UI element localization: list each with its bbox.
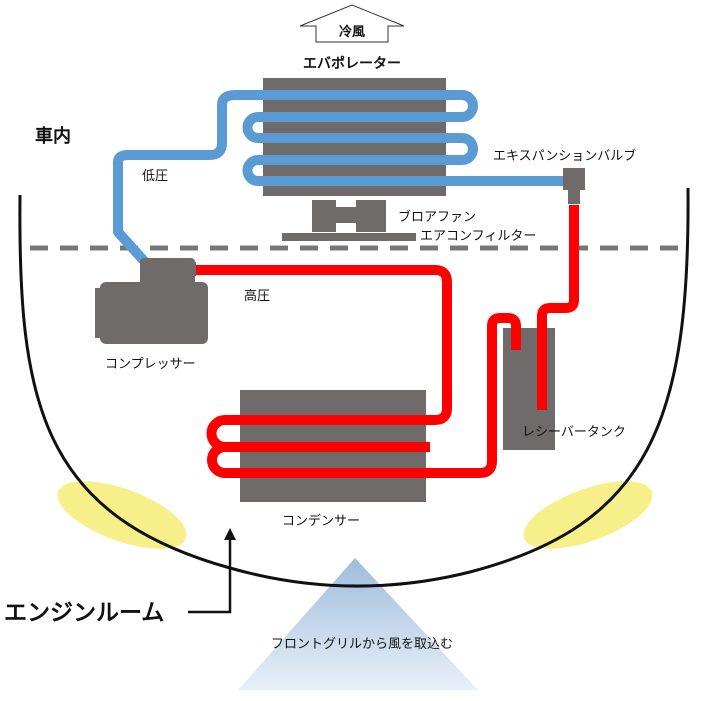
condenser-label: コンデンサー xyxy=(282,513,360,529)
front-grill-label: フロントグリルから風を取込む xyxy=(271,637,453,652)
right-headlight xyxy=(523,481,653,549)
compressor xyxy=(95,258,208,344)
ac-filter xyxy=(282,233,416,241)
blower-fan-motor xyxy=(356,200,386,232)
blower-fan xyxy=(312,200,336,232)
high-pressure-pipe-valve xyxy=(537,205,579,410)
high-pressure-label: 高圧 xyxy=(244,288,270,304)
low-pressure-label: 低圧 xyxy=(142,169,168,184)
arrow-up-icon xyxy=(224,528,236,540)
compressor-label: コンプレッサー xyxy=(105,357,196,372)
car-body-outline xyxy=(18,187,690,588)
front-grill-airflow xyxy=(238,558,478,690)
high-pressure-pipe xyxy=(192,265,521,478)
ac-filter-label: エアコンフィルター xyxy=(420,229,536,244)
expansion-valve-label: エキスパンションバルブ xyxy=(493,148,636,164)
blower-fan-hub xyxy=(336,207,356,223)
engine-room-pointer xyxy=(188,535,232,614)
blower-fan-label: ブロアファン xyxy=(398,209,476,225)
engine-room-label: エンジンルーム xyxy=(4,600,164,626)
cabin-label: 車内 xyxy=(35,125,71,147)
expansion-valve-neck xyxy=(568,190,580,204)
evaporator-label: エバポレーター xyxy=(303,55,401,72)
expansion-valve xyxy=(563,168,585,190)
cold-air-label: 冷風 xyxy=(339,24,365,40)
receiver-tank-label: レシーバータンク xyxy=(522,425,626,440)
cold-air-arrow xyxy=(299,4,405,43)
left-headlight xyxy=(57,481,187,549)
low-pressure-pipe xyxy=(113,90,566,266)
